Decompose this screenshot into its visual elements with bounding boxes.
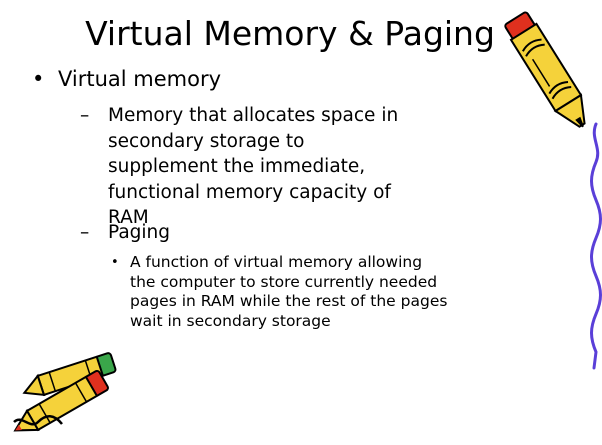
- slide-title: Virtual Memory & Paging: [85, 14, 495, 53]
- sub-sub-bullet-text: A function of virtual memory allowing th…: [130, 253, 448, 330]
- bullet-text: Virtual memory: [58, 67, 222, 91]
- bullet-marker: •: [32, 67, 45, 91]
- squiggle-line: [590, 122, 602, 370]
- crayons-icon: [13, 352, 117, 432]
- sub-bullet-text: Paging: [108, 222, 171, 243]
- dash-marker: –: [80, 222, 90, 243]
- dash-marker: –: [80, 105, 90, 126]
- bullet-marker: •: [111, 255, 119, 270]
- sub-bullet-text: Memory that allocates space in secondary…: [108, 105, 399, 228]
- crayon-icon: [504, 11, 586, 128]
